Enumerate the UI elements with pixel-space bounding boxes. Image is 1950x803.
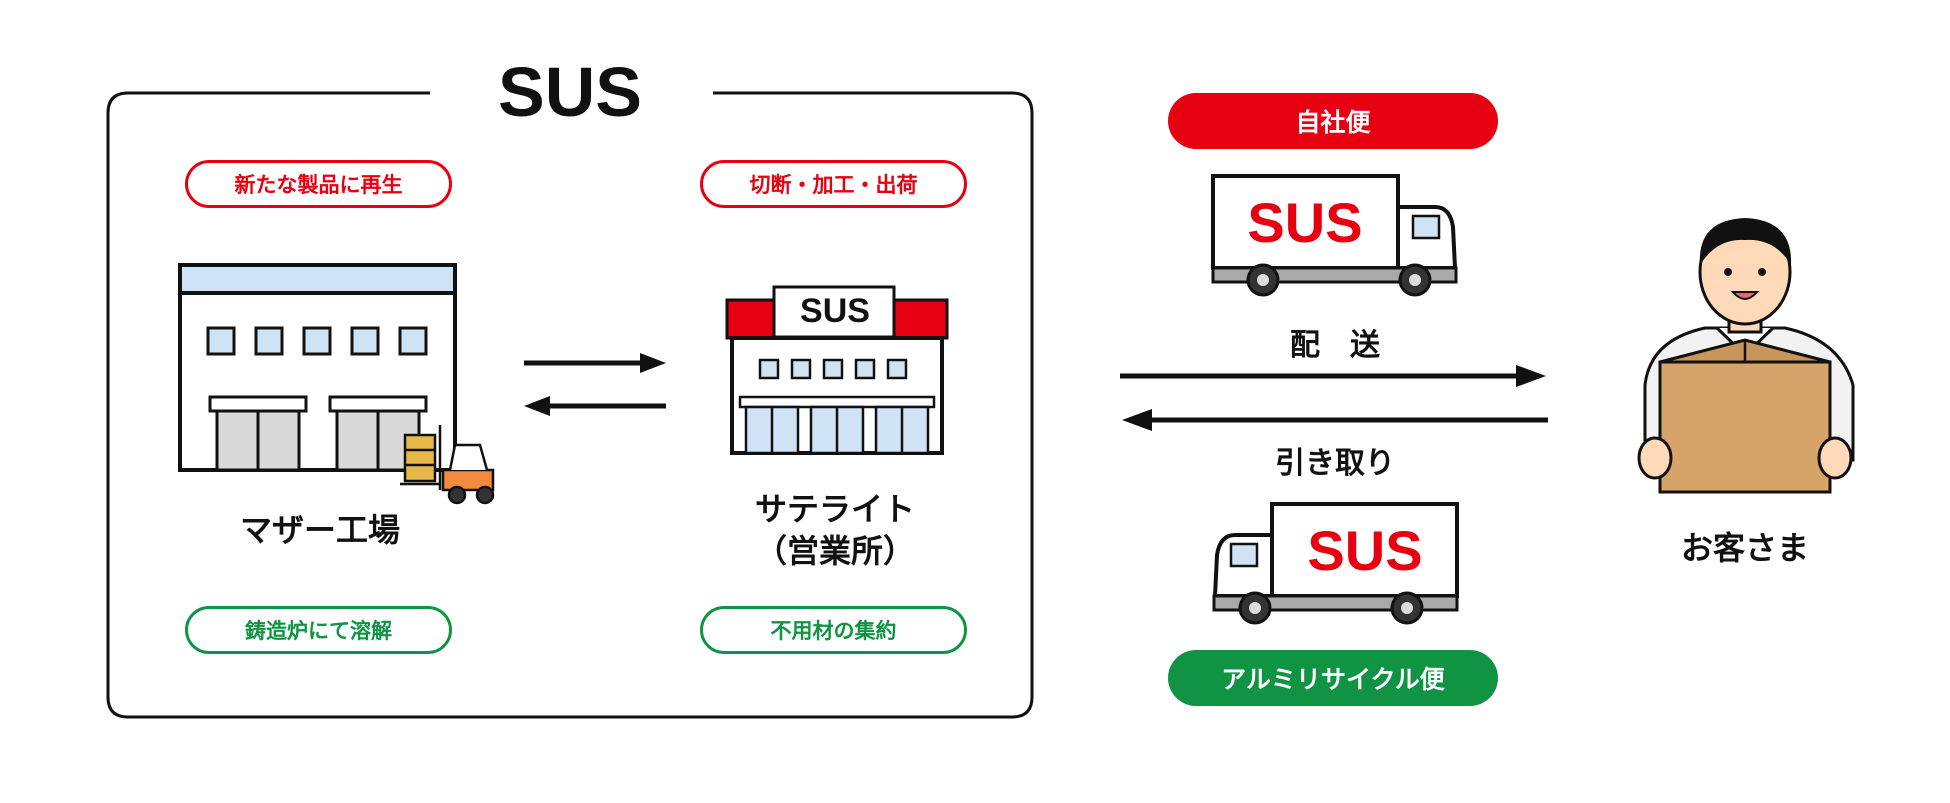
- satellite-sign: SUS: [800, 292, 870, 330]
- pickup-label: 引き取り: [1275, 446, 1395, 481]
- frame-title: SUS: [498, 53, 642, 131]
- delivery-truck-icon: [1211, 174, 1458, 297]
- factory-icon: [178, 263, 495, 505]
- top-truck-brand: SUS: [1247, 191, 1363, 254]
- factory-satellite-arrows: [524, 353, 666, 416]
- mother-factory-label: マザー工場: [239, 511, 400, 549]
- pickup-arrow: [1122, 409, 1548, 431]
- customer-label: お客さま: [1680, 529, 1809, 567]
- pickup-truck-icon: [1212, 502, 1459, 625]
- badge-recycle: 新たな製品に再生: [185, 160, 452, 208]
- badge-collect: 不用材の集約: [700, 606, 967, 654]
- satellite-label-line2: （営業所）: [754, 532, 915, 570]
- satellite-store-icon: [725, 285, 949, 455]
- badge-process: 切断・加工・出荷: [700, 160, 967, 208]
- aluminum-recycle-pill: アルミリサイクル便: [1168, 650, 1498, 706]
- customer-person-icon: [1637, 218, 1855, 494]
- own-truck-pill: 自社便: [1168, 93, 1498, 149]
- deliver-arrow: [1120, 365, 1546, 387]
- satellite-label-line1: サテライト: [754, 490, 915, 528]
- bottom-truck-brand: SUS: [1307, 519, 1423, 582]
- deliver-label: 配 送: [1290, 328, 1380, 363]
- badge-melt: 鋳造炉にて溶解: [185, 606, 452, 654]
